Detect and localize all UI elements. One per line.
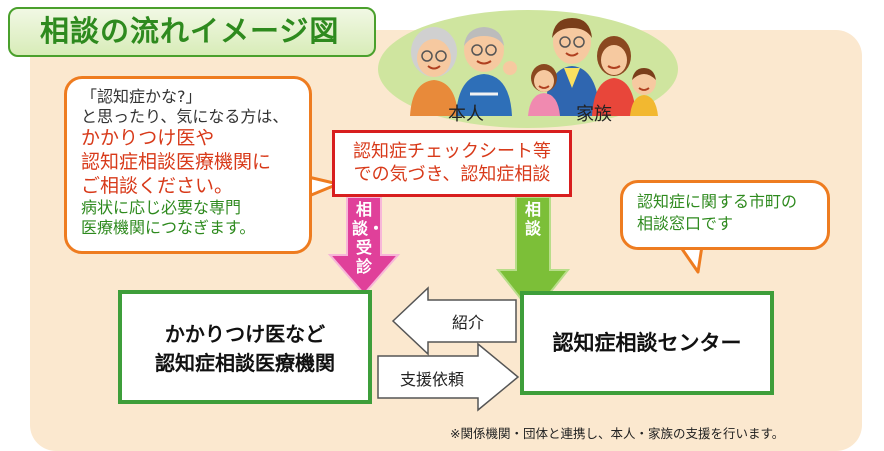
consult-center-box: 認知症相談センター xyxy=(520,291,774,395)
mother-figure xyxy=(592,36,636,116)
introduction-arrow xyxy=(391,286,517,356)
bubble-left-line4: 認知症相談医療機関に xyxy=(81,150,272,173)
support-request-label: 支援依頼 xyxy=(400,370,465,389)
bubble-left-line2: と思ったり、気になる方は、 xyxy=(81,107,289,126)
clinic-box-line1: かかりつけ医など xyxy=(164,322,326,346)
grandfather-figure xyxy=(456,27,517,116)
clinic-box-line2: 認知症相談医療機関 xyxy=(155,351,335,375)
bubble-right-line2: 相談窓口です xyxy=(637,213,734,233)
bubble-left-line5: ご相談ください。 xyxy=(81,174,234,197)
father-figure xyxy=(544,18,600,116)
bubble-left-line3: かかりつけ医や xyxy=(81,127,215,149)
check-sheet-box: 認知症チェックシート等 での気づき、認知症相談 xyxy=(332,130,572,197)
right-speech-bubble: 認知症に関する市町の 相談窓口です xyxy=(620,180,830,250)
support-request-arrow xyxy=(377,342,520,412)
child-figure xyxy=(528,64,560,116)
clinic-box: かかりつけ医など 認知症相談医療機関 xyxy=(118,290,372,404)
consult-visit-arrow-label: 相談・受診 xyxy=(352,200,385,276)
bubble-left-line6: 病状に応じ必要な専門 xyxy=(81,198,242,218)
bubble-left-line1: 「認知症かな?」 xyxy=(81,87,202,106)
family-label: 家族 xyxy=(576,104,612,125)
footnote: ※関係機関・団体と連携し、本人・家族の支援を行います。 xyxy=(450,426,785,441)
introduction-label: 紹介 xyxy=(452,313,485,332)
check-box-line1: 認知症チェックシート等 xyxy=(353,141,551,162)
consult-visit-arrow xyxy=(327,196,401,296)
bubble-left-line7: 医療機関につなぎます。 xyxy=(81,218,256,238)
bubble-right-line1: 認知症に関する市町の xyxy=(637,192,798,211)
left-speech-bubble: 「認知症かな?」 と思ったり、気になる方は、 かかりつけ医や 認知症相談医療機関… xyxy=(64,76,312,254)
person-label: 本人 xyxy=(448,104,484,125)
boy-figure xyxy=(630,68,658,116)
page-title: 相談の流れイメージ図 xyxy=(8,7,376,57)
grandmother-figure xyxy=(410,27,458,116)
consult-arrow-label: 相談 xyxy=(524,200,541,238)
check-box-line2: での気づき、認知症相談 xyxy=(353,164,551,186)
family-illustration xyxy=(410,18,658,116)
